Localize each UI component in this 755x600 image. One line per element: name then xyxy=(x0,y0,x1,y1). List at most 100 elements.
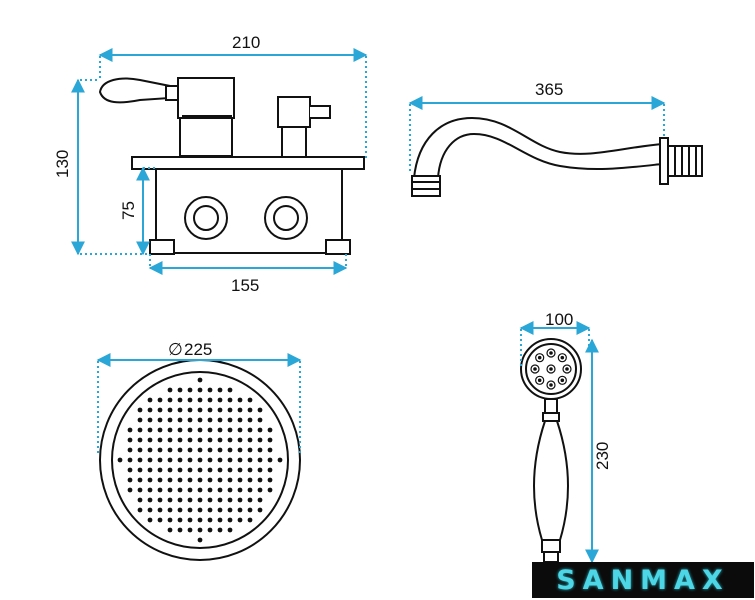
hand-shower-dimensions xyxy=(519,321,599,564)
nozzle-dot xyxy=(167,467,173,473)
nozzle-dot xyxy=(227,457,233,463)
brand-name: SANMAX xyxy=(556,564,730,596)
spout-arm xyxy=(413,116,663,179)
nozzle-dot xyxy=(187,447,193,453)
nozzle-dot xyxy=(247,447,253,453)
mixer-dimensions xyxy=(71,48,368,275)
hand-shower-nozzles xyxy=(530,348,572,390)
nozzle-dot xyxy=(147,517,153,523)
nozzle-dot xyxy=(187,427,193,433)
nozzle-dot xyxy=(217,397,223,403)
nozzle-dot xyxy=(147,427,153,433)
nozzle-dot xyxy=(227,507,233,513)
nozzle-dot xyxy=(217,407,223,413)
hand-nozzle-dot xyxy=(533,367,537,371)
nozzle-dot xyxy=(197,477,203,483)
nozzle-dot xyxy=(237,427,243,433)
nozzle-dot xyxy=(177,447,183,453)
nozzle-dot xyxy=(157,407,163,413)
nozzle-dot xyxy=(177,427,183,433)
hand-nozzle-dot xyxy=(537,378,542,383)
nozzle-dot xyxy=(257,447,263,453)
dim-mixer-body-height: 75 xyxy=(119,201,138,220)
nozzle-dot xyxy=(197,407,203,413)
hand-nozzle-dot xyxy=(560,378,565,383)
nozzle-dot xyxy=(187,467,193,473)
nozzle-dot xyxy=(177,407,183,413)
lever-handle xyxy=(98,77,171,104)
nozzle-dot xyxy=(137,417,143,423)
hand-nozzle-rosette xyxy=(546,364,556,374)
nozzle-dot xyxy=(257,407,263,413)
nozzle-dot xyxy=(267,457,273,463)
nozzle-dot xyxy=(177,457,183,463)
nozzle-dot xyxy=(207,517,213,523)
nozzle-dot xyxy=(247,507,253,513)
head-dimensions xyxy=(96,353,302,455)
nozzle-dot xyxy=(127,457,133,463)
hand-nozzle-rosette xyxy=(546,380,556,390)
hand-nozzle-rosette xyxy=(557,353,567,363)
shower-head-face xyxy=(111,371,289,549)
nozzle-dot xyxy=(257,487,263,493)
nozzle-dot xyxy=(217,467,223,473)
nozzle-dot xyxy=(167,477,173,483)
nozzle-dot xyxy=(177,397,183,403)
nozzle-dot xyxy=(257,437,263,443)
nozzle-dot xyxy=(227,427,233,433)
nozzle-dot xyxy=(197,437,203,443)
dim-head-diameter: 225 xyxy=(184,340,212,359)
nozzle-dot xyxy=(167,417,173,423)
nozzle-dot xyxy=(207,397,213,403)
nozzle-dot xyxy=(137,447,143,453)
nozzle-dot xyxy=(227,407,233,413)
nozzle-dot xyxy=(177,507,183,513)
nozzle-dot xyxy=(177,517,183,523)
nozzle-dot xyxy=(137,467,143,473)
spout-nozzle xyxy=(411,175,441,197)
hand-nozzle-rosette xyxy=(562,364,572,374)
nozzle-dot xyxy=(207,407,213,413)
nozzle-dot xyxy=(227,437,233,443)
nozzle-dot xyxy=(197,507,203,513)
nozzle-dot xyxy=(257,457,263,463)
dim-head-diameter-symbol: ∅ xyxy=(168,340,183,359)
nozzle-dot xyxy=(147,487,153,493)
nozzle-dot xyxy=(267,427,273,433)
nozzle-dot xyxy=(167,457,173,463)
nozzle-dot xyxy=(157,467,163,473)
dim-hand-shower-length: 230 xyxy=(593,442,612,470)
nozzle-dot xyxy=(127,437,133,443)
nozzle-dot xyxy=(217,387,223,393)
nozzle-dot xyxy=(217,477,223,483)
nozzle-dot xyxy=(227,387,233,393)
nozzle-dot xyxy=(157,437,163,443)
nozzle-dot xyxy=(237,407,243,413)
nozzle-dot xyxy=(197,527,203,533)
nozzle-dot xyxy=(227,527,233,533)
spout-flange xyxy=(659,137,669,185)
hand-nozzle-rosette xyxy=(557,375,567,385)
nozzle-dot xyxy=(207,447,213,453)
cartridge-housing xyxy=(177,77,235,119)
dim-hand-shower-width: 100 xyxy=(545,310,573,329)
nozzle-dot xyxy=(207,457,213,463)
nozzle-dot xyxy=(207,387,213,393)
nozzle-dot xyxy=(257,427,263,433)
nozzle-dot xyxy=(197,417,203,423)
dim-mixer-height: 130 xyxy=(53,150,72,178)
nozzle-dot xyxy=(167,427,173,433)
nozzle-dot xyxy=(127,447,133,453)
nozzle-dot xyxy=(197,387,203,393)
nozzle-dot xyxy=(187,457,193,463)
nozzle-dot xyxy=(237,437,243,443)
nozzle-dot xyxy=(207,497,213,503)
nozzle-dot xyxy=(167,387,173,393)
hand-nozzle-rosette xyxy=(546,348,556,358)
nozzle-dot xyxy=(237,397,243,403)
nozzle-dot xyxy=(207,467,213,473)
nozzle-dot xyxy=(177,477,183,483)
hand-nozzle-dot xyxy=(537,355,542,360)
nozzle-dot xyxy=(167,447,173,453)
nozzle-dot xyxy=(147,397,153,403)
